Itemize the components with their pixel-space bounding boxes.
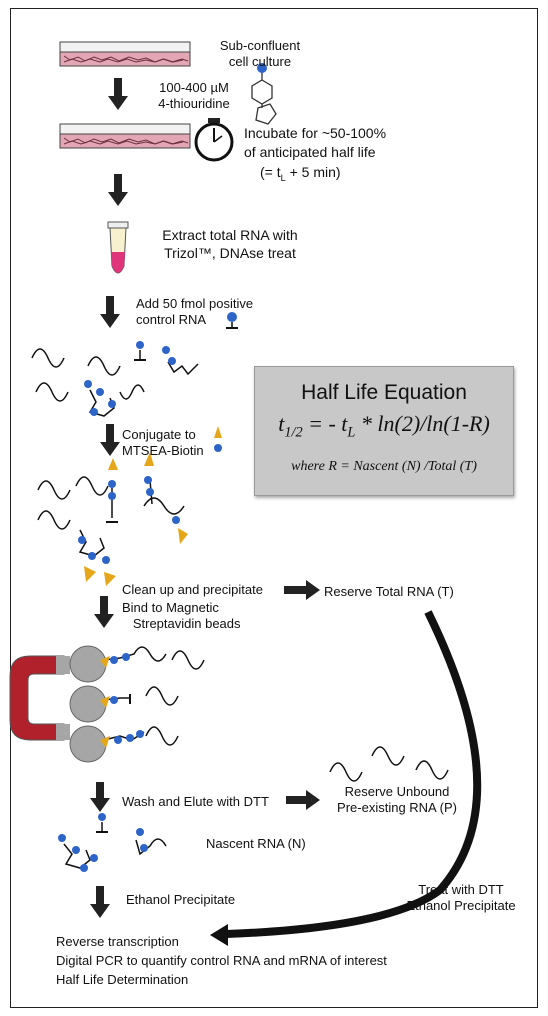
formula-mid: = - t — [302, 411, 348, 436]
bead-tag-markers — [100, 653, 144, 748]
flow-arrow — [94, 596, 114, 628]
diagram-frame — [10, 8, 538, 1008]
formula-l-sub: L — [347, 424, 356, 441]
thiouridine-molecule-icon — [251, 63, 277, 125]
equation-formula: t1/2 = - tL * ln(2)/ln(1-R) — [255, 411, 513, 441]
petri-dish-icon — [59, 123, 191, 149]
flow-arrow — [90, 886, 110, 918]
label-bind: Bind to Magnetic Streptavidin beads — [122, 600, 241, 631]
label-treat-dtt: Treat with DTT Ethanol Precipitate — [406, 882, 516, 913]
equation-where: where R = Nascent (N) /Total (T) — [291, 459, 477, 474]
curved-return-arrow — [210, 610, 482, 946]
label-incubate-3: (= tL + 5 min) — [260, 163, 341, 187]
label-final-3: Half Life Determination — [56, 972, 189, 987]
formula-t: t — [278, 411, 285, 436]
label-incubate-1: Incubate for ~50-100% — [244, 125, 387, 141]
bead-bound-rna — [103, 646, 205, 746]
eppendorf-tube-icon — [107, 221, 129, 274]
petri-dish-icon — [59, 41, 191, 67]
reserve-unbound-arrow — [286, 790, 320, 810]
label-final-1: Reverse transcription — [56, 934, 179, 949]
label-cleanup: Clean up and precipitate — [122, 582, 263, 597]
flow-arrow — [100, 296, 120, 328]
label-nascent: Nascent RNA (N) — [206, 836, 306, 851]
nascent-markers — [58, 813, 148, 872]
label-incubate-3-sub: L — [280, 172, 286, 183]
label-incubate-2: of anticipated half life — [244, 144, 376, 160]
streptavidin-bead-icon — [69, 645, 107, 763]
magnet-icon — [9, 655, 70, 741]
equation-title: Half Life Equation — [301, 381, 467, 404]
label-reserve-unbound: Reserve Unbound Pre-existing RNA (P) — [337, 784, 457, 815]
flow-arrow — [108, 78, 128, 110]
label-ethanol: Ethanol Precipitate — [126, 892, 236, 907]
label-conjugate: Conjugate to MTSEA-Biotin — [122, 427, 204, 458]
label-extract: Extract total RNA with Trizol™, DNAse tr… — [162, 227, 298, 261]
half-life-equation-box: Half Life Equation t1/2 = - tL * ln(2)/l… — [254, 366, 514, 496]
label-final-2: Digital PCR to quantify control RNA and … — [56, 953, 387, 968]
flow-arrow — [108, 174, 128, 206]
unbound-rna — [329, 746, 449, 782]
stopwatch-icon — [194, 118, 234, 162]
label-reserve-total: Reserve Total RNA (T) — [324, 584, 454, 599]
formula-t-sub: 1/2 — [284, 424, 303, 441]
label-culture: Sub-confluent cell culture — [219, 38, 301, 69]
formula-end: * ln(2)/ln(1-R) — [355, 411, 490, 436]
flow-arrow — [90, 782, 110, 812]
rna-pool-2 — [37, 476, 185, 557]
thio-label-markers — [84, 341, 176, 416]
label-thiouridine: 100-400 µM 4-thiouridine — [158, 80, 230, 111]
label-control: Add 50 fmol positive control RNA — [136, 296, 254, 327]
label-wash: Wash and Elute with DTT — [122, 794, 269, 809]
label-incubate-3-b: + 5 min) — [285, 164, 341, 180]
reserve-total-arrow — [284, 580, 320, 600]
biotin-tagged-markers — [78, 452, 188, 586]
biotin-tag-icon — [214, 426, 222, 452]
label-incubate-3-a: (= t — [260, 164, 281, 180]
nascent-rna — [63, 822, 167, 869]
flow-arrow — [100, 424, 120, 456]
control-rna-icon — [226, 312, 238, 329]
